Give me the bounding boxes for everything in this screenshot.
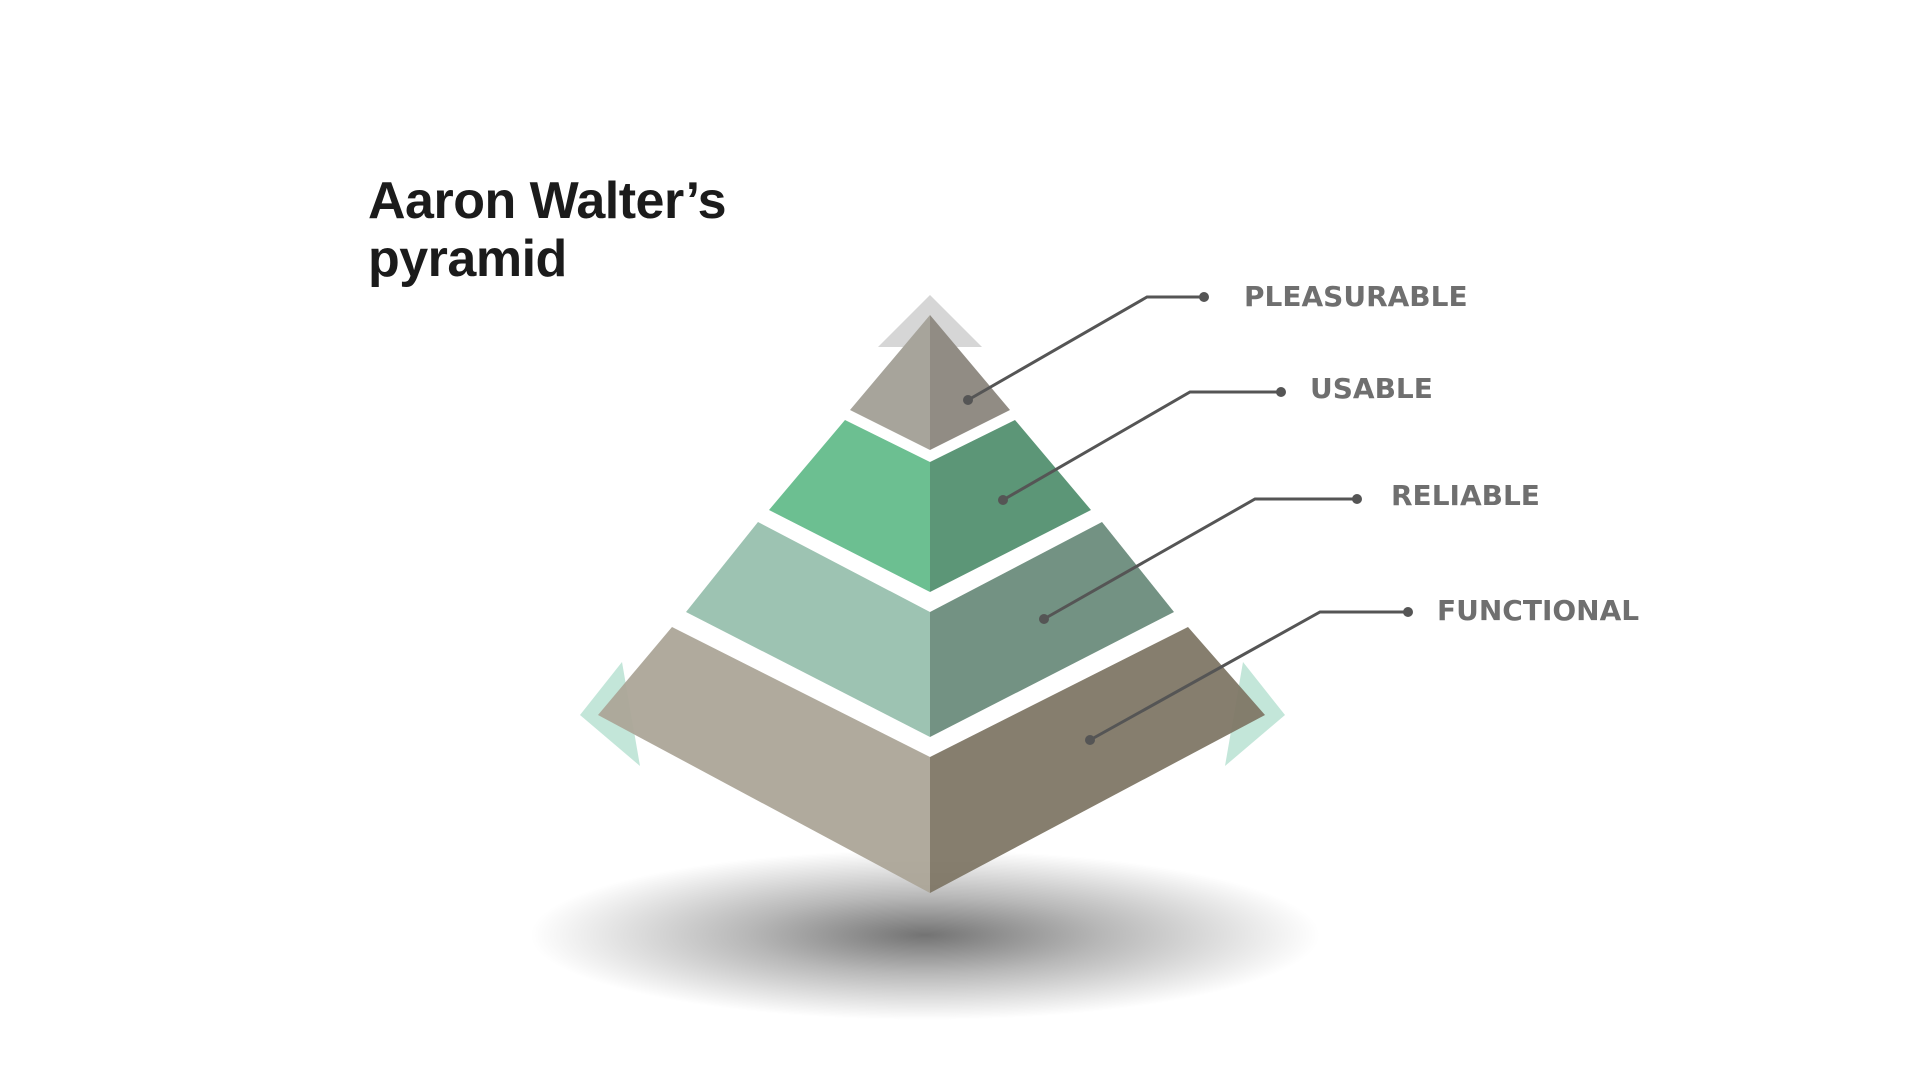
label-reliable: RELIABLE [1391, 479, 1540, 512]
tier-reliable-left-face [686, 522, 930, 737]
leader-line-pleasurable [967, 295, 1204, 402]
leader-dot-reliable-inner [1039, 614, 1049, 624]
title-line-1: Aaron Walter’s [368, 172, 727, 230]
tier-reliable-right-face [930, 522, 1174, 737]
leader-line-usable [1002, 390, 1281, 502]
tier-functional-right-face [930, 627, 1265, 893]
leader-dots [963, 292, 1413, 745]
leader-line-functional [1089, 610, 1408, 742]
leader-dot-usable-outer [1276, 387, 1286, 397]
tier-pleasurable-right-face [930, 315, 1010, 450]
tier-usable [769, 420, 1091, 592]
slide-title: Aaron Walter’s pyramid [368, 172, 727, 288]
title-line-2: pyramid [368, 230, 567, 288]
leader-dot-pleasurable-outer [1199, 292, 1209, 302]
leader-dot-functional-outer [1403, 607, 1413, 617]
tier-pleasurable-left-face [850, 315, 930, 450]
leader-line-reliable [1043, 497, 1357, 621]
leader-lines [967, 295, 1408, 742]
leader-dot-reliable-outer [1352, 494, 1362, 504]
leader-dot-functional-inner [1085, 735, 1095, 745]
tier-usable-left-face [769, 420, 930, 592]
label-functional: FUNCTIONAL [1437, 594, 1639, 627]
tier-functional-left-face [598, 627, 930, 893]
tier-usable-right-face [930, 420, 1091, 592]
tier-pleasurable [850, 315, 1010, 450]
label-usable: USABLE [1310, 372, 1433, 405]
pyramid-shadow [530, 850, 1320, 1020]
tier-functional [598, 627, 1265, 893]
leader-dot-usable-inner [998, 495, 1008, 505]
leader-dot-pleasurable-inner [963, 395, 973, 405]
label-pleasurable: PLEASURABLE [1244, 280, 1468, 313]
tier-reliable [686, 522, 1174, 737]
